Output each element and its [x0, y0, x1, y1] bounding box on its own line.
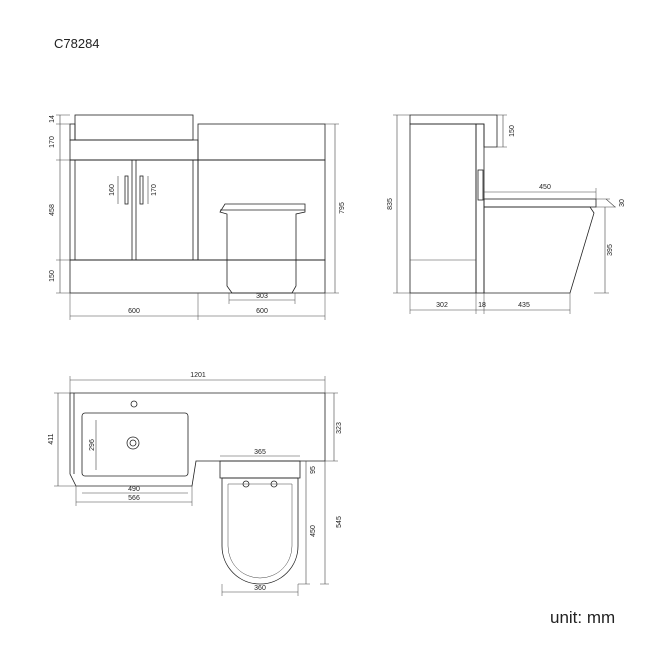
wc-pan-front [219, 203, 306, 294]
unit-label: unit: mm [550, 608, 616, 627]
dim-450-side: 450 [539, 184, 551, 191]
basin-top [74, 114, 194, 141]
wc-pan-side [483, 206, 595, 294]
plinth [69, 259, 326, 294]
product-code: C78284 [54, 36, 100, 51]
side-handle [477, 169, 484, 201]
dim-323: 323 [336, 422, 343, 434]
side-cabinet [409, 123, 477, 294]
front-view: 14 170 458 150 160 170 795 303 600 600 [49, 114, 346, 320]
dim-handle-170: 170 [151, 184, 158, 196]
dim-95: 95 [310, 466, 317, 474]
dim-545: 545 [336, 516, 343, 528]
wc-pan-top [221, 477, 299, 585]
dim-170: 170 [49, 136, 56, 148]
dim-302: 302 [436, 302, 448, 309]
dim-600-left: 600 [128, 308, 140, 315]
dim-490: 490 [128, 486, 140, 493]
seat-hinge-right [270, 480, 278, 488]
dim-18: 18 [478, 302, 486, 309]
pan-seat-side [483, 198, 597, 208]
dim-395: 395 [607, 244, 614, 256]
door-handle-right [139, 175, 144, 205]
dim-795: 795 [339, 202, 346, 214]
dim-150-splash: 150 [509, 125, 516, 137]
right-worktop [197, 123, 326, 161]
top-outline [69, 392, 326, 487]
dim-303: 303 [256, 293, 268, 300]
left-cabinet [69, 159, 199, 261]
dim-handle-160: 160 [109, 184, 116, 196]
basin-bowl [81, 412, 189, 477]
waste-outlet [126, 436, 140, 450]
door-handle-left [124, 175, 129, 205]
top-view: 1201 411 296 490 566 323 [48, 372, 343, 596]
tap-hole [130, 400, 138, 408]
side-view: 835 150 450 30 395 302 18 435 [387, 114, 626, 314]
dim-566: 566 [128, 495, 140, 502]
dim-458: 458 [49, 204, 56, 216]
dim-411: 411 [48, 433, 55, 444]
cistern-plate [219, 460, 301, 479]
right-door [135, 159, 194, 261]
dim-435: 435 [518, 302, 530, 309]
seat-hinge-left [242, 480, 250, 488]
dim-296: 296 [89, 439, 96, 451]
dim-835: 835 [387, 198, 394, 210]
dim-450-top: 450 [310, 525, 317, 537]
dim-360: 360 [254, 585, 266, 592]
left-door [74, 159, 133, 261]
dim-30: 30 [619, 199, 626, 207]
dim-14: 14 [49, 115, 56, 123]
dim-365: 365 [254, 449, 266, 456]
dim-1201: 1201 [190, 372, 206, 379]
dim-150: 150 [49, 270, 56, 282]
dim-600-right: 600 [256, 308, 268, 315]
